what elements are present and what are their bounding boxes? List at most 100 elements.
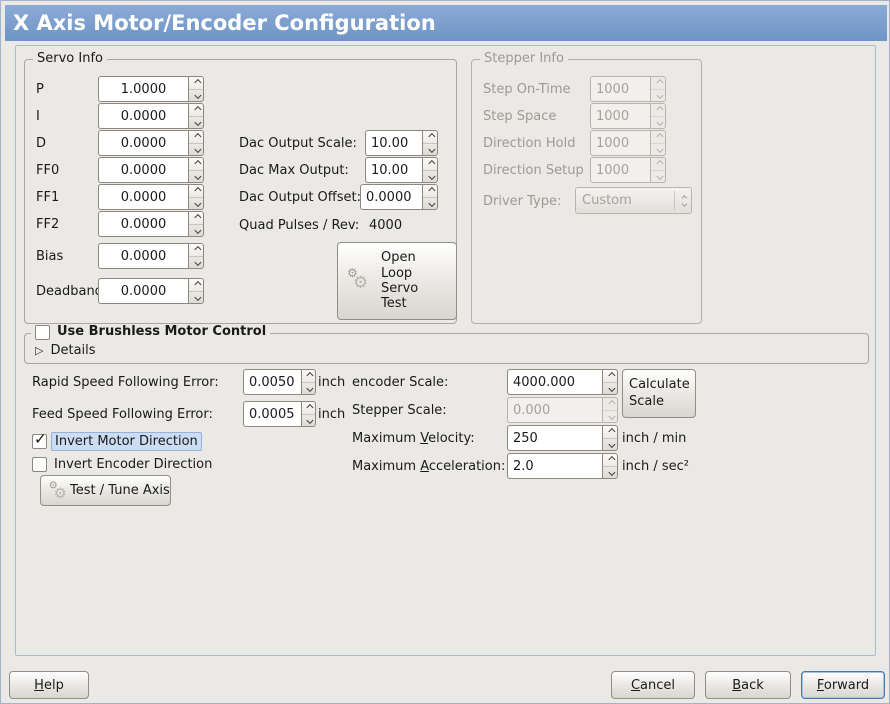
use-brushless-label[interactable]: Use Brushless Motor Control: [57, 324, 267, 339]
dac-output-offset-row: Dac Output Offset: 0.0000: [239, 184, 438, 210]
stepper-scale-label: Stepper Scale:: [352, 402, 447, 418]
encoder-scale-row: encoder Scale: 4000.000: [352, 369, 618, 395]
expander-arrow-icon[interactable]: ▷: [35, 343, 44, 357]
direction-hold-spinbox: 1000: [590, 130, 666, 156]
feed-spin-down-icon[interactable]: [302, 415, 315, 427]
max-velocity-spin-up-icon[interactable]: [603, 426, 617, 439]
ff2-spin-down-icon[interactable]: [189, 225, 203, 237]
max-velocity-spin-down-icon[interactable]: [603, 439, 617, 451]
dac-max-output-input[interactable]: 10.00: [365, 157, 422, 183]
cancel-button[interactable]: Cancel: [611, 671, 695, 699]
ff0-input[interactable]: 0.0000: [98, 157, 188, 183]
back-button[interactable]: Back: [705, 671, 791, 699]
invert-encoder-checkbox[interactable]: [32, 456, 47, 472]
encoder-scale-spin-up-icon[interactable]: [603, 370, 617, 383]
deadband-spin-down-icon[interactable]: [189, 292, 203, 304]
stepper-scale-row: Stepper Scale: 0.000: [352, 397, 618, 423]
dac-output-scale-input[interactable]: 10.00: [365, 130, 422, 156]
stepper-scale-spinbox: 0.000: [507, 397, 618, 423]
dac-output-offset-spin-down-icon[interactable]: [423, 198, 437, 210]
step-on-time-spin-up-icon: [651, 77, 665, 90]
dac-output-offset-spin-up-icon[interactable]: [423, 185, 437, 198]
invert-encoder-label[interactable]: Invert Encoder Direction: [54, 456, 213, 472]
calculate-scale-button[interactable]: Calculate Scale: [622, 369, 696, 418]
d-spin-down-icon[interactable]: [189, 144, 203, 156]
back-button-label: Back: [732, 677, 764, 693]
direction-setup-input: 1000: [590, 157, 650, 183]
direction-hold-spin-up-icon: [651, 131, 665, 144]
d-spinbox: 0.0000: [98, 130, 204, 156]
ff1-label: FF1: [36, 189, 60, 205]
page-title-text: X Axis Motor/Encoder Configuration: [13, 11, 436, 35]
step-on-time-row: Step On-Time 1000: [483, 76, 666, 102]
quad-pulses-value: 4000: [369, 217, 403, 233]
max-acceleration-spin-down-icon[interactable]: [603, 467, 617, 479]
rapid-following-error-input[interactable]: 0.0050: [243, 369, 301, 395]
dac-max-output-spin-down-icon[interactable]: [423, 171, 437, 183]
max-acceleration-input[interactable]: 2.0: [507, 453, 602, 479]
d-spin-up-icon[interactable]: [189, 131, 203, 144]
p-spin-down-icon[interactable]: [189, 90, 203, 102]
test-tune-axis-button[interactable]: ⚙⚙ Test / Tune Axis: [40, 475, 171, 506]
forward-button[interactable]: Forward: [801, 671, 885, 699]
deadband-spin-up-icon[interactable]: [189, 279, 203, 292]
help-button[interactable]: Help: [9, 671, 89, 699]
i-spin-up-icon[interactable]: [189, 104, 203, 117]
bias-spin-up-icon[interactable]: [189, 244, 203, 257]
ff2-input[interactable]: 0.0000: [98, 211, 188, 237]
max-velocity-spinbox: 250: [507, 425, 618, 451]
p-input[interactable]: 1.0000: [98, 76, 188, 102]
ff1-spinbox: 0.0000: [98, 184, 204, 210]
invert-motor-label[interactable]: Invert Motor Direction: [51, 431, 202, 451]
rapid-spin-up-icon[interactable]: [302, 370, 315, 383]
combo-divider: [674, 191, 675, 210]
feed-spin-up-icon[interactable]: [302, 402, 315, 415]
invert-motor-checkbox[interactable]: ✓: [32, 430, 47, 449]
feed-following-error-unit: inch: [318, 406, 346, 422]
bias-spin-down-icon[interactable]: [189, 257, 203, 269]
test-tune-axis-label: Test / Tune Axis: [70, 483, 170, 498]
driver-type-value: Custom: [582, 193, 632, 208]
direction-setup-label: Direction Setup: [483, 162, 584, 178]
step-on-time-input: 1000: [590, 76, 650, 102]
i-input[interactable]: 0.0000: [98, 103, 188, 129]
dac-output-scale-spinbox: 10.00: [365, 130, 438, 156]
use-brushless-checkbox[interactable]: [35, 324, 50, 340]
d-input[interactable]: 0.0000: [98, 130, 188, 156]
p-spin-up-icon[interactable]: [189, 77, 203, 90]
i-spin-down-icon[interactable]: [189, 117, 203, 129]
bias-spinbox: 0.0000: [98, 243, 204, 269]
dac-max-output-spin-up-icon[interactable]: [423, 158, 437, 171]
ff0-spin-down-icon[interactable]: [189, 171, 203, 183]
servo-row-d: D 0.0000: [36, 130, 204, 156]
max-velocity-unit: inch / min: [622, 430, 687, 446]
servo-row-bias: Bias 0.0000: [36, 243, 204, 269]
details-label[interactable]: Details: [50, 342, 96, 358]
max-acceleration-spin-up-icon[interactable]: [603, 454, 617, 467]
max-velocity-input[interactable]: 250: [507, 425, 602, 451]
rapid-spin-down-icon[interactable]: [302, 383, 315, 395]
dac-output-scale-spin-up-icon[interactable]: [423, 131, 437, 144]
dac-output-scale-spin-down-icon[interactable]: [423, 144, 437, 156]
rapid-following-error-row: Rapid Speed Following Error: 0.0050 inch: [32, 369, 345, 395]
p-label: P: [36, 81, 44, 97]
feed-following-error-row: Feed Speed Following Error: 0.0005 inch: [32, 401, 345, 427]
details-expander[interactable]: ▷ Details: [35, 340, 96, 360]
ff0-spin-up-icon[interactable]: [189, 158, 203, 171]
bias-input[interactable]: 0.0000: [98, 243, 188, 269]
ff2-spin-up-icon[interactable]: [189, 212, 203, 225]
open-loop-servo-test-button[interactable]: ⚙⚙ Open Loop Servo Test: [337, 242, 457, 320]
encoder-scale-input[interactable]: 4000.000: [507, 369, 602, 395]
direction-setup-spinbox: 1000: [590, 157, 666, 183]
ff1-spin-up-icon[interactable]: [189, 185, 203, 198]
check-icon: ✓: [34, 429, 47, 448]
step-space-spinbox: 1000: [590, 103, 666, 129]
ff1-input[interactable]: 0.0000: [98, 184, 188, 210]
deadband-input[interactable]: 0.0000: [98, 278, 188, 304]
ff1-spin-down-icon[interactable]: [189, 198, 203, 210]
content-frame: Servo Info P 1.0000 I 0.0000 D 0.000: [15, 45, 876, 656]
encoder-scale-spin-down-icon[interactable]: [603, 383, 617, 395]
dac-output-offset-input[interactable]: 0.0000: [360, 184, 422, 210]
gears-icon: ⚙⚙: [347, 265, 369, 293]
feed-following-error-input[interactable]: 0.0005: [243, 401, 301, 427]
